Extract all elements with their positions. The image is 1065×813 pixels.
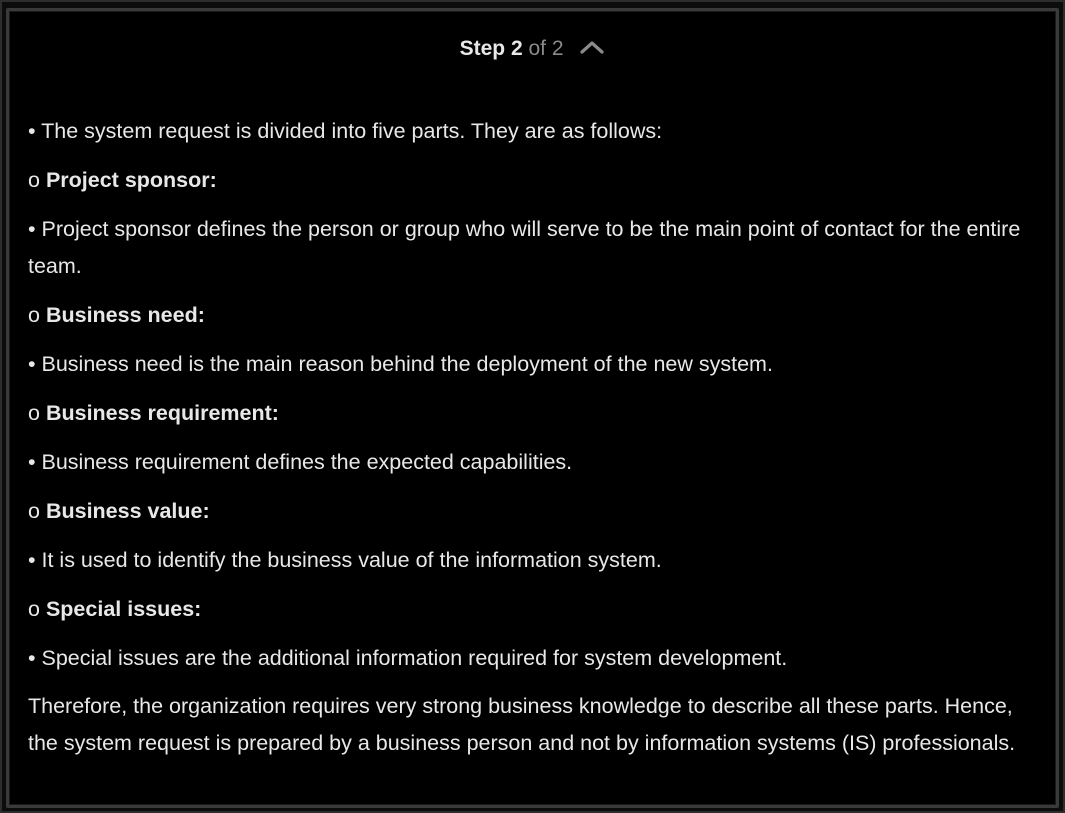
section-body: • Project sponsor defines the person or … (28, 217, 1021, 278)
step-total: 2 (551, 37, 564, 60)
intro-text: • The system request is divided into fiv… (28, 119, 663, 143)
section-marker: o (28, 597, 40, 621)
section-heading: o Special issues: (28, 591, 1038, 628)
section-heading: o Business need: (28, 297, 1038, 334)
step-panel: Step 2 of 2 • The system request is divi… (6, 8, 1059, 808)
section-marker: o (28, 168, 40, 192)
section-title: Business requirement: (45, 401, 279, 425)
section-heading: o Business value: (28, 493, 1038, 530)
section-title: Business value: (45, 499, 210, 523)
step-content: • The system request is divided into fiv… (28, 113, 1038, 762)
section-title: Business need: (45, 303, 205, 327)
section-marker: o (28, 499, 40, 523)
chevron-up-icon[interactable] (579, 37, 605, 57)
step-header[interactable]: Step 2 of 2 (9, 35, 1056, 63)
step-of-label: of (528, 37, 547, 60)
step-label: Step (459, 37, 506, 60)
section-body: • Business need is the main reason behin… (28, 352, 773, 376)
section-body: • It is used to identify the business va… (28, 548, 662, 572)
section-title: Project sponsor: (45, 168, 217, 192)
section-marker: o (28, 401, 40, 425)
section-body: • Special issues are the additional info… (28, 646, 788, 670)
section-heading: o Project sponsor: (28, 162, 1038, 199)
section-marker: o (28, 303, 40, 327)
section-body: • Business requirement defines the expec… (28, 450, 573, 474)
section-heading: o Business requirement: (28, 395, 1038, 432)
step-current: 2 (510, 37, 523, 60)
section-title: Special issues: (45, 597, 202, 621)
conclusion-text: Therefore, the organization requires ver… (28, 694, 1016, 755)
